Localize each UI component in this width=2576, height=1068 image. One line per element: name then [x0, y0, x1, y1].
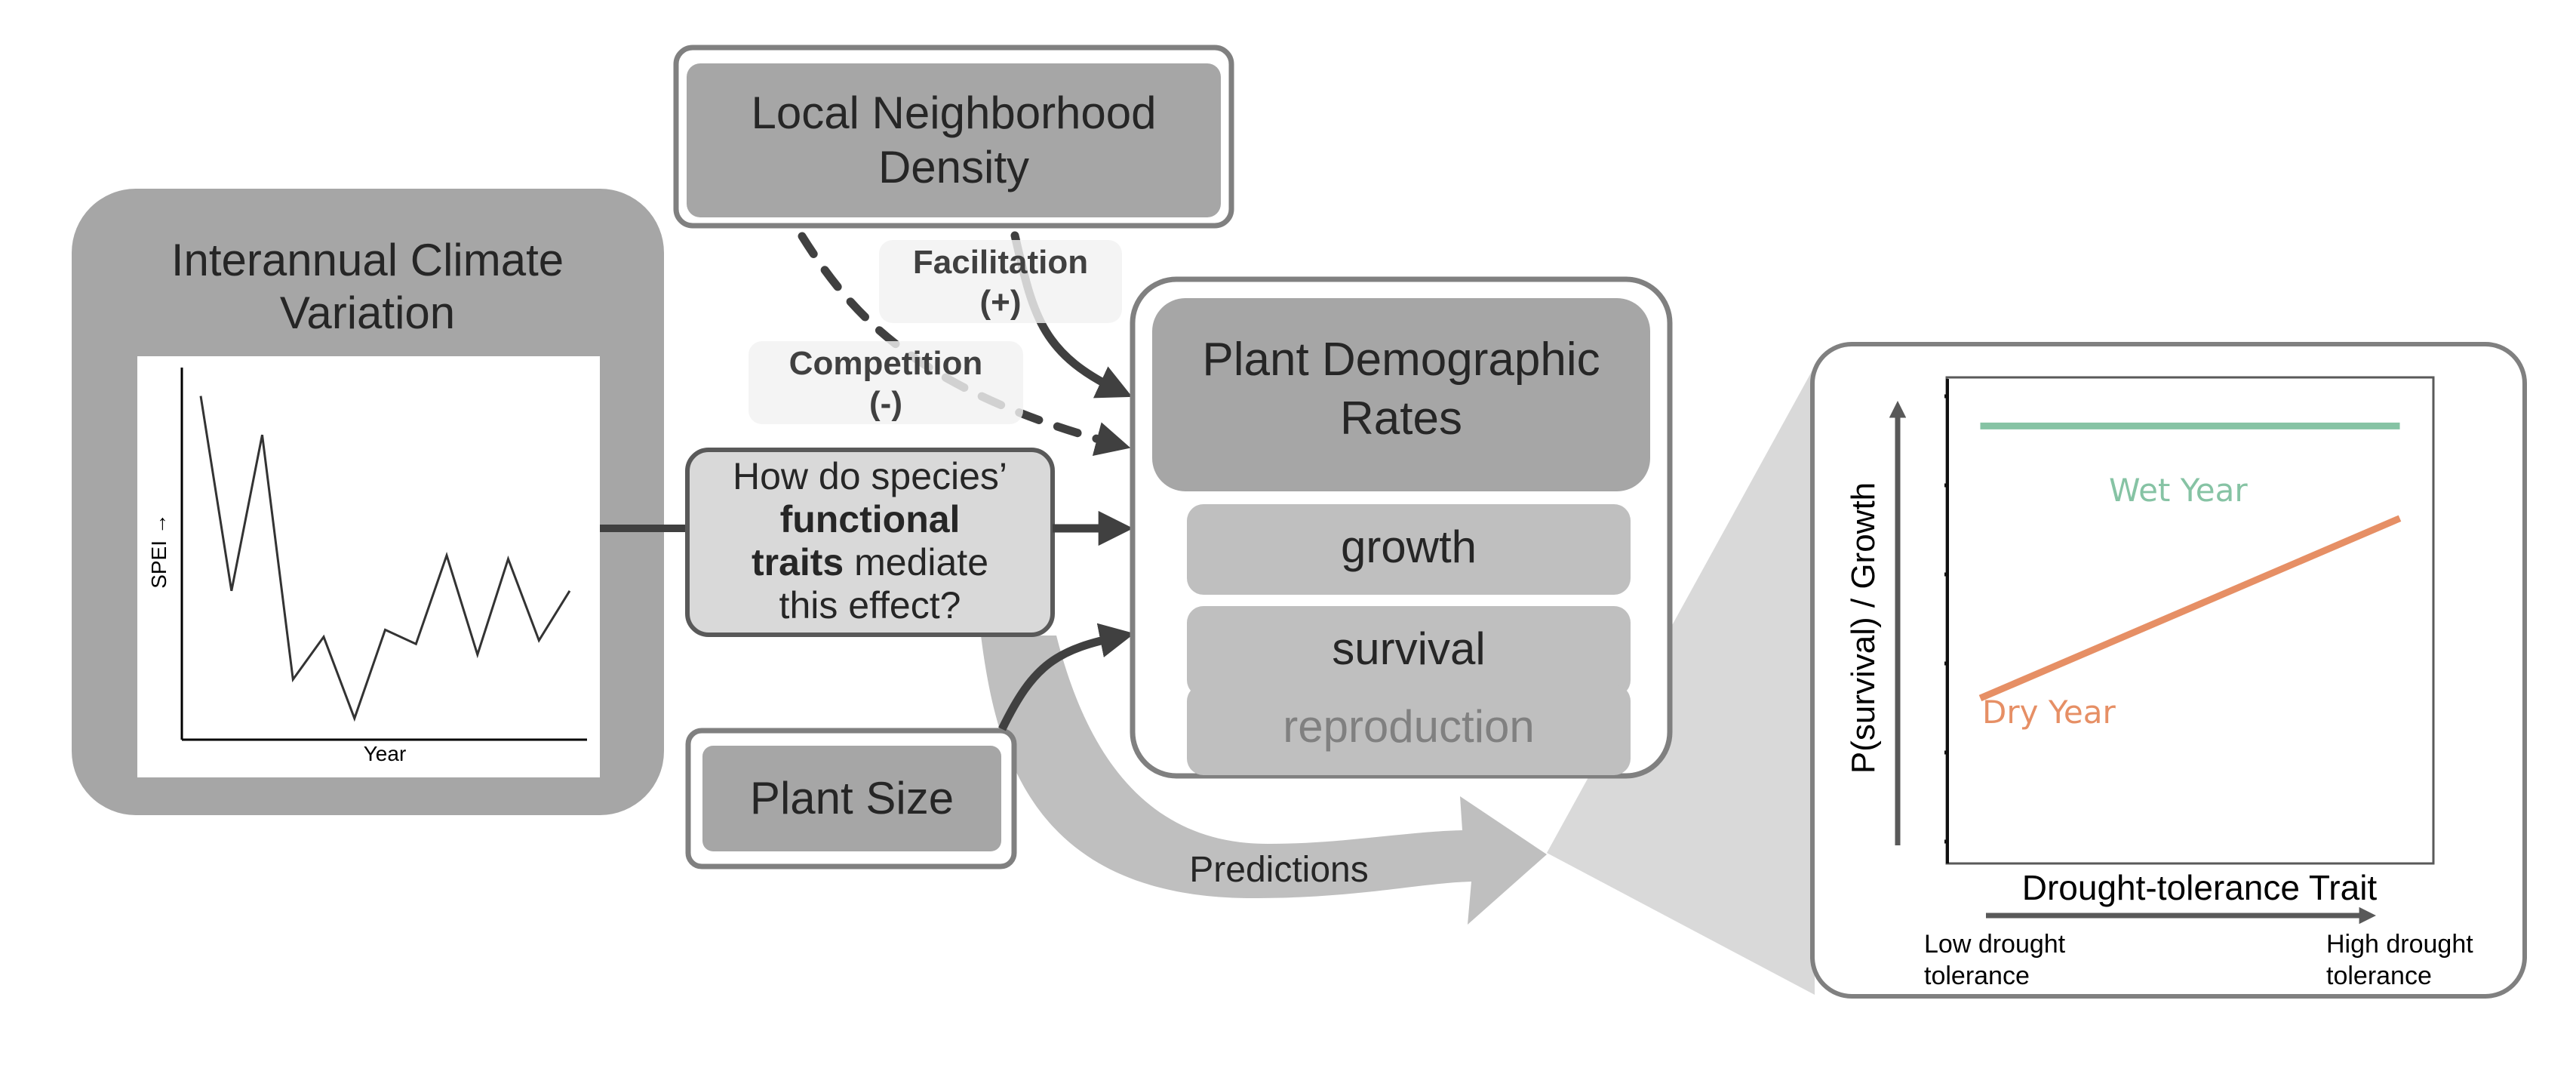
x-low-label: Low drought tolerance: [1924, 930, 2073, 990]
climate-box: Interannual Climate Variation Year SPEI …: [72, 189, 664, 815]
dry-year-label: Dry Year: [1982, 694, 2116, 731]
neighborhood-title-line2: Density: [878, 142, 1029, 192]
predictions-arrow: [981, 636, 1547, 925]
question-line1: How do species’: [733, 455, 1007, 497]
plant-size-box: Plant Size: [685, 728, 1017, 869]
x-high-label-line2: tolerance: [2326, 962, 2432, 990]
question-line3-rest: mediate: [844, 541, 988, 583]
rate-row-reproduction: reproduction: [1187, 685, 1631, 775]
competition-label-line2: (-): [869, 385, 902, 422]
x-low-label-line2: tolerance: [1924, 962, 2030, 990]
question-box: How do species’ functional traits mediat…: [685, 448, 1055, 637]
climate-title-line2: Variation: [280, 288, 455, 338]
facilitation-label-line2: (+): [980, 284, 1022, 321]
neighborhood-title-line1: Local Neighborhood: [751, 88, 1156, 138]
climate-title-line1: Interannual Climate: [171, 235, 564, 285]
spei-series-line: [199, 395, 571, 722]
climate-inset-xlabel: Year: [364, 742, 407, 765]
predictions-label: Predictions: [1189, 850, 1368, 890]
dry-year-line: [1978, 515, 2402, 702]
competition-arrow: [798, 232, 1131, 457]
question-line3-bold: traits: [752, 541, 844, 583]
x-low-label-line1: Low drought: [1924, 930, 2066, 959]
climate-inset-chart: [137, 356, 600, 777]
trait-plot-area: [1945, 376, 2435, 865]
plant-size-arrow: [998, 623, 1135, 731]
facilitation-label: Facilitation (+): [879, 240, 1122, 323]
trait-ylabel: P(survival) / Growth: [1845, 482, 1882, 774]
rate-row-growth: growth: [1187, 504, 1631, 595]
facilitation-label-line1: Facilitation: [913, 244, 1088, 281]
trait-response-panel: P(survival) / Growth Wet Year Dry Year D…: [1810, 342, 2527, 999]
wet-year-label: Wet Year: [2109, 472, 2248, 509]
rate-label: growth: [1341, 522, 1477, 572]
demographic-title-line1: Plant Demographic: [1202, 334, 1600, 386]
competition-label-line1: Competition: [789, 345, 983, 382]
competition-label: Competition (-): [749, 341, 1023, 424]
zoom-projection-wedge: [1547, 366, 1815, 995]
question-line4: this effect?: [779, 584, 961, 626]
question-line2: functional: [780, 498, 961, 540]
trait-xlabel: Drought-tolerance Trait: [2022, 868, 2378, 907]
rate-row-survival: survival: [1187, 606, 1631, 697]
rate-label: survival: [1332, 623, 1485, 674]
demographic-box: Plant Demographic Rates growth survival …: [1130, 276, 1673, 779]
demographic-title-line2: Rates: [1340, 392, 1462, 445]
question-line3: traits mediate: [752, 541, 988, 583]
neighborhood-box: Local Neighborhood Density: [673, 45, 1234, 229]
x-high-label: High drought tolerance: [2326, 930, 2480, 990]
rate-label-muted: reproduction: [1283, 701, 1535, 752]
climate-inset-ylabel: SPEI →: [147, 513, 171, 589]
plant-size-title: Plant Size: [750, 773, 954, 823]
x-high-label-line1: High drought: [2326, 930, 2473, 959]
